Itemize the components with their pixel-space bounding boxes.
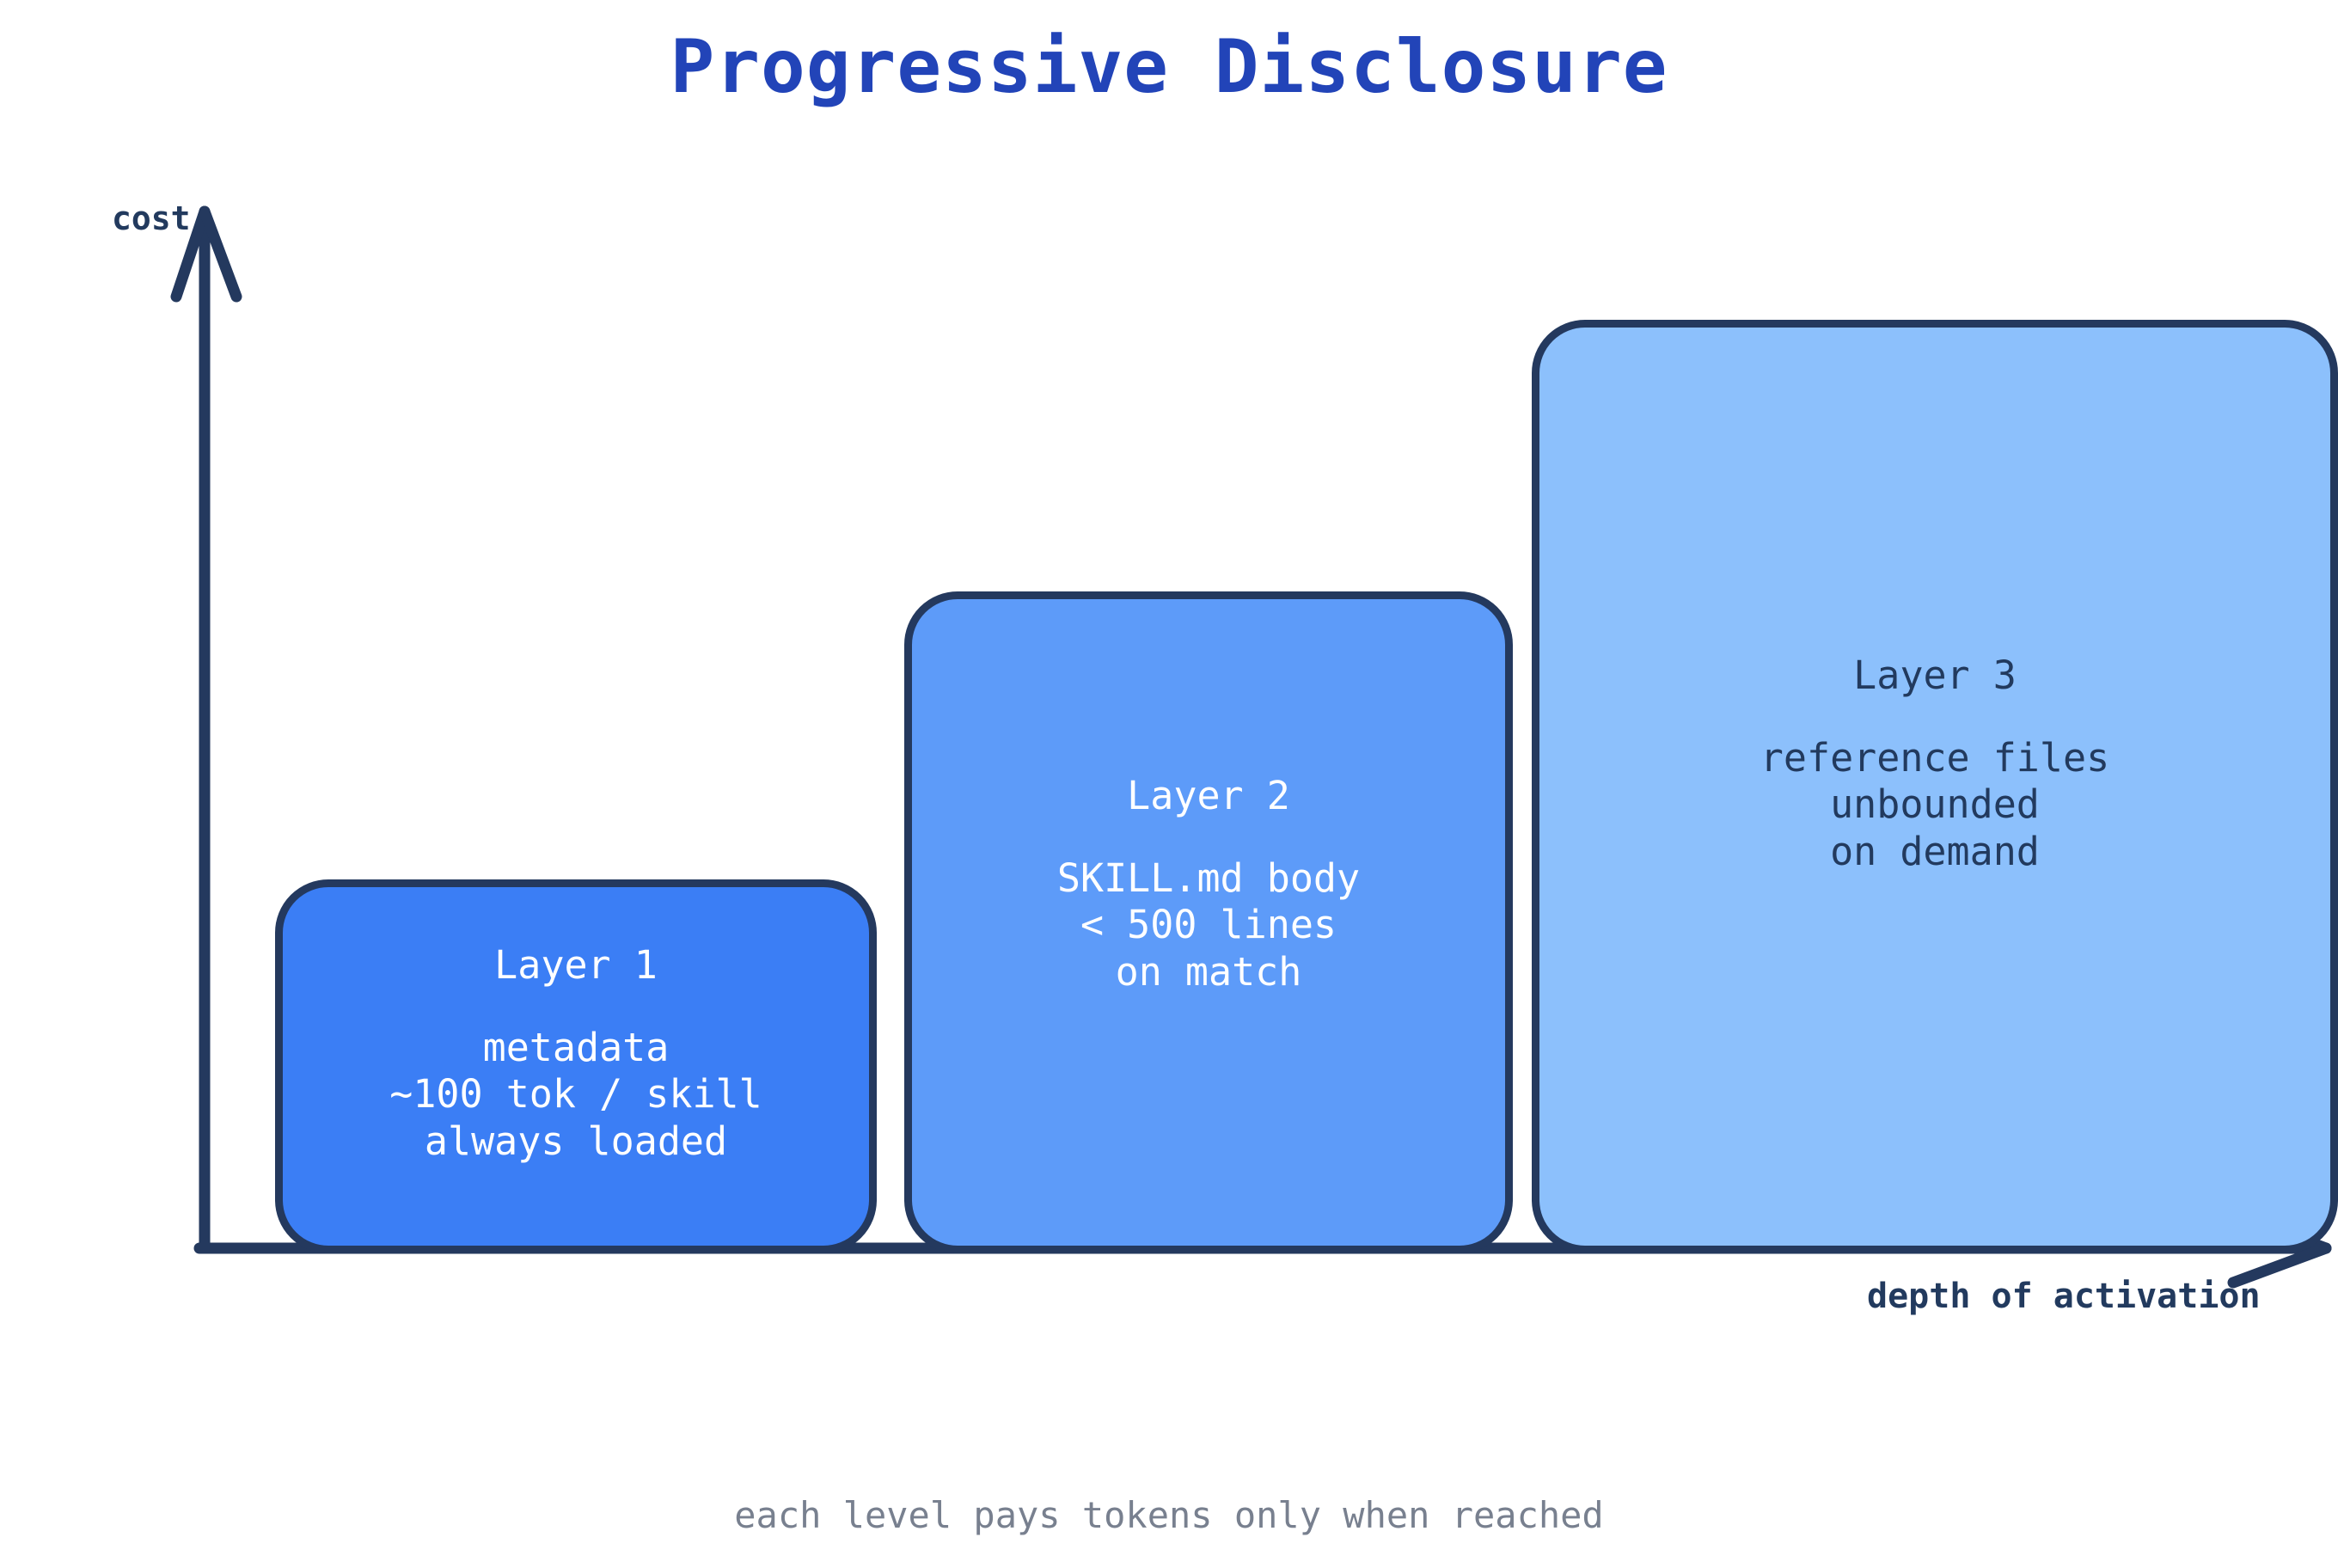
- figure-caption: each level pays tokens only when reached: [734, 1494, 1604, 1536]
- x-axis-label: depth of activation: [1867, 1277, 2261, 1316]
- layer-1-description: metadata ~100 tok / skill always loaded: [389, 1024, 762, 1165]
- page-title: Progressive Disclosure: [670, 24, 1668, 110]
- y-axis-label: cost: [112, 199, 191, 237]
- layer-2-box[interactable]: Layer 2 SKILL.md body < 500 lines on mat…: [904, 591, 1513, 1253]
- y-axis-arrowhead-right: [199, 205, 242, 303]
- layer-3-description: reference files unbounded on demand: [1760, 734, 2110, 875]
- layer-3-box[interactable]: Layer 3 reference files unbounded on dem…: [1532, 320, 2338, 1253]
- layer-2-description: SKILL.md body < 500 lines on match: [1056, 854, 1361, 995]
- layer-3-title: Layer 3: [1853, 652, 2017, 698]
- layer-2-title: Layer 2: [1127, 773, 1290, 818]
- layer-1-title: Layer 1: [494, 942, 658, 988]
- layer-1-box[interactable]: Layer 1 metadata ~100 tok / skill always…: [275, 879, 877, 1253]
